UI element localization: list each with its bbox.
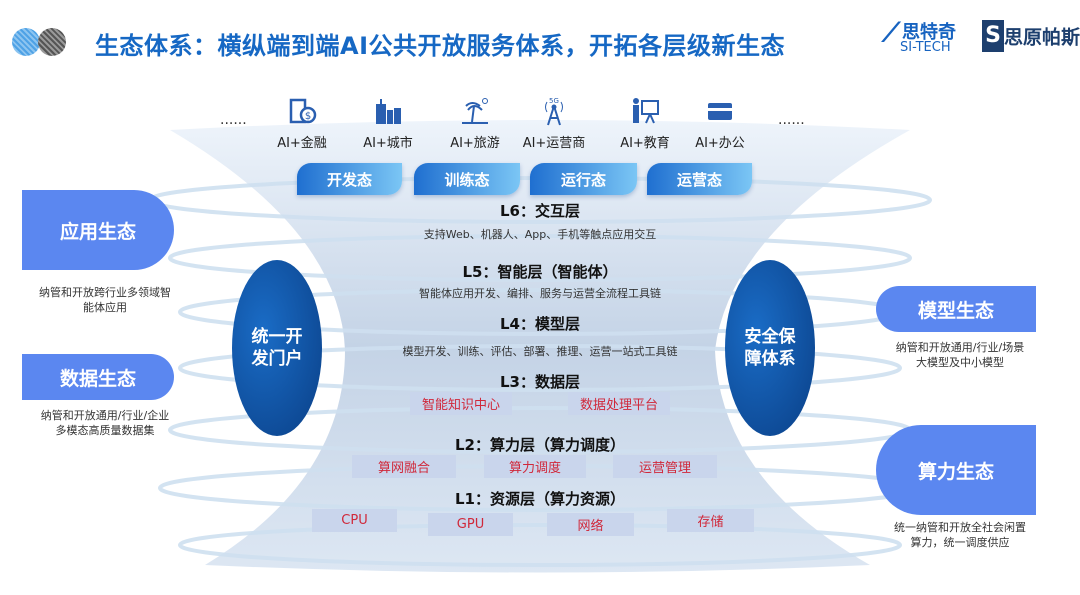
travel-icon: [462, 98, 488, 124]
eco-compute-desc: 统一纳管和开放全社会闲置算力，统一调度供应: [894, 521, 1026, 549]
layer-l4-desc: 模型开发、训练、评估、部署、推理、运营一站式工具链: [402, 345, 678, 358]
app-city: AI+城市: [348, 96, 428, 151]
eco-application-desc: 纳管和开放跨行业多领域智能体应用: [39, 286, 171, 314]
app-label: AI+教育: [620, 136, 670, 151]
layer-l6-title: L6：交互层: [500, 202, 580, 220]
l1-item: GPU: [428, 513, 513, 536]
app-education: AI+教育: [605, 96, 685, 151]
state-tab-develop[interactable]: 开发态: [297, 163, 402, 195]
eco-model-desc: 纳管和开放通用/行业/场景大模型及中小模型: [895, 341, 1025, 369]
apps-more-right: ......: [778, 112, 805, 128]
svg-text:$: $: [305, 111, 311, 122]
state-tab-operate[interactable]: 运营态: [647, 163, 752, 195]
security-line: 障体系: [744, 349, 796, 369]
state-tab-run[interactable]: 运行态: [530, 163, 637, 195]
state-tab-train[interactable]: 训练态: [414, 163, 520, 195]
app-finance: $ AI+金融: [262, 96, 342, 151]
layer-l3-title: L3：数据层: [500, 373, 580, 391]
sitech-logo-en: SI-TECH: [900, 40, 951, 55]
portal-line: 统一开: [251, 327, 303, 347]
eco-application: 应用生态: [22, 190, 174, 270]
unified-dev-portal: 统一开发门户: [232, 260, 322, 436]
layer-l1-title: L1：资源层（算力资源）: [455, 490, 625, 508]
l1-item: CPU: [312, 509, 397, 532]
office-card-icon: [708, 103, 732, 120]
eco-model: 模型生态: [876, 286, 1036, 332]
security-line: 安全保: [744, 327, 796, 347]
layer-l6-desc: 支持Web、机器人、App、手机等触点应用交互: [423, 228, 657, 241]
portal-line: 发门户: [251, 349, 303, 369]
app-operator: 5G AI+运营商: [514, 96, 594, 151]
l2-item: 运营管理: [613, 455, 717, 478]
decor-dot-gray-icon: [38, 28, 66, 56]
5g-tower-icon: 5G: [545, 97, 563, 126]
app-office: AI+办公: [680, 96, 760, 151]
apps-more-left: ......: [220, 112, 247, 128]
education-icon: [633, 98, 659, 124]
sipai-logo-text: 思原帕斯: [1004, 26, 1080, 49]
app-label: AI+城市: [363, 136, 413, 151]
l1-item: 存储: [667, 509, 754, 532]
finance-icon: $: [289, 98, 317, 124]
l3-item: 智能知识中心: [410, 392, 512, 415]
city-icon: [376, 99, 401, 124]
l2-item: 算网融合: [352, 455, 456, 478]
layer-l5-desc: 智能体应用开发、编排、服务与运营全流程工具链: [419, 287, 661, 300]
app-label: AI+旅游: [450, 136, 500, 151]
l2-item: 算力调度: [484, 455, 586, 478]
l3-item: 数据处理平台: [568, 392, 670, 415]
sitech-logo-cn: 思特奇: [902, 22, 956, 43]
app-label: AI+办公: [695, 136, 745, 151]
app-travel: AI+旅游: [435, 96, 515, 151]
layer-l2-title: L2：算力层（算力调度）: [455, 436, 625, 454]
5g-badge: 5G: [549, 97, 559, 105]
eco-data: 数据生态: [22, 354, 174, 400]
app-label: AI+金融: [277, 136, 327, 151]
security-system: 安全保障体系: [725, 260, 815, 436]
app-label: AI+运营商: [522, 136, 586, 151]
layer-l5-title: L5：智能层（智能体）: [462, 263, 618, 281]
l1-item: 网络: [547, 513, 634, 536]
layer-l4-title: L4：模型层: [500, 315, 580, 333]
decor-dot-blue-icon: [12, 28, 40, 56]
eco-data-desc: 纳管和开放通用/行业/企业多模态高质量数据集: [40, 409, 170, 437]
page-title: 生态体系：横纵端到端AI公共开放服务体系，开拓各层级新生态: [95, 32, 786, 60]
eco-compute: 算力生态: [876, 425, 1036, 515]
